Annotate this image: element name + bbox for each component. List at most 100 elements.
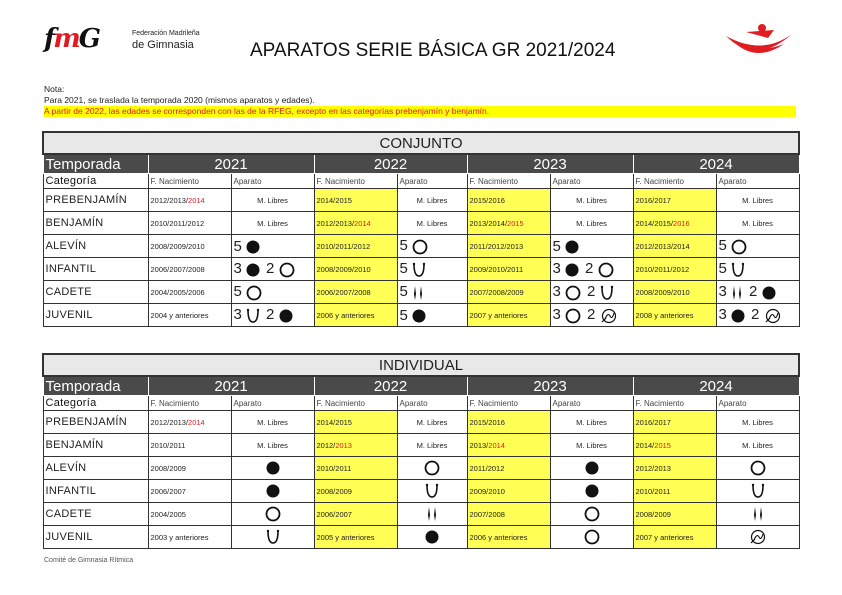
apparatus-count: 2 xyxy=(587,306,600,324)
fnac-value-highlight: 2013 xyxy=(335,440,352,450)
fnac-cell: 2007 y anteriores xyxy=(466,303,551,327)
aparato-cell xyxy=(396,502,468,526)
apparatus-count: 5 xyxy=(233,237,247,255)
fnac-cell: 2010/2011 xyxy=(313,456,398,480)
fnac-value: 2009/2010/2011 xyxy=(469,264,524,274)
fnac-value: 2012/2013/ xyxy=(150,195,189,205)
apparatus-count: 5 xyxy=(399,237,413,255)
fnac-cell: 2008/2009/2010 xyxy=(313,257,398,281)
apparatus-count: 3 xyxy=(718,306,732,324)
fnac-cell: 2007/2008 xyxy=(466,502,551,526)
apparatus-count: 5 xyxy=(399,260,413,278)
fnac-value: 2007/2008 xyxy=(469,509,505,519)
fnac-value: 2008/2009/2010 xyxy=(316,264,371,274)
fnac-cell: 2008/2009 xyxy=(313,479,398,503)
ball-icon xyxy=(246,238,260,255)
year-2022: 2022 xyxy=(313,153,468,174)
ball-icon xyxy=(565,238,579,255)
apparatus-count: 5 xyxy=(718,237,732,255)
ball-icon xyxy=(279,306,293,323)
aparato-label: Aparato xyxy=(230,173,315,189)
fnac-cell: 2015/2016 xyxy=(466,410,551,434)
fnac-value: 2007 y anteriores xyxy=(469,310,528,320)
aparato-cell: 5 xyxy=(715,234,800,258)
aparato-cell: 3 2 xyxy=(715,303,800,327)
fmg-logo: fmG Federación Madrileña de Gimnasia xyxy=(44,24,214,60)
fnac-cell: 2007/2008/2009 xyxy=(466,280,551,304)
apparatus-count: 5 xyxy=(399,306,413,324)
fnac-cell: 2004/2005/2006 xyxy=(147,280,232,304)
fnac-label: F. Nacimiento xyxy=(466,173,551,189)
aparato-cell: M. Libres xyxy=(396,211,468,235)
apparatus-count: 5 xyxy=(399,283,413,301)
federation-name-line2: de Gimnasia xyxy=(132,39,194,51)
rope-icon xyxy=(246,306,260,323)
fnac-value: 2010/2011/2012 xyxy=(150,218,205,228)
fnac-value: 2015/2016 xyxy=(469,417,505,427)
aparato-cell: M. Libres xyxy=(230,188,315,212)
fmg-logo-mark: fmG xyxy=(44,24,101,54)
fnac-value: 2010/2011 xyxy=(150,440,186,450)
categoria-label: Categoría xyxy=(42,173,149,189)
conjunto-title: CONJUNTO xyxy=(41,131,801,155)
fnac-value-highlight: 2016 xyxy=(673,218,690,228)
aparato-cell: 3 2 xyxy=(549,280,634,304)
ball-icon xyxy=(762,283,776,300)
fnac-value: 2008 y anteriores xyxy=(635,310,694,320)
fnac-cell: 2007 y anteriores xyxy=(632,525,717,549)
fnac-value-highlight: 2014 xyxy=(488,440,505,450)
year-2024: 2024 xyxy=(632,153,800,174)
aparato-cell xyxy=(549,525,634,549)
aparato-cell xyxy=(396,456,468,480)
fnac-value: 2010/2011 xyxy=(316,463,352,473)
fnac-cell: 2013/2014 xyxy=(466,433,551,457)
aparato-label: Aparato xyxy=(396,173,468,189)
aparato-cell: M. Libres xyxy=(396,433,468,457)
fnac-value: 2003 y anteriores xyxy=(150,532,209,542)
fnac-cell: 2008/2009 xyxy=(632,502,717,526)
page-title: APARATOS SERIE BÁSICA GR 2021/2024 xyxy=(250,40,616,61)
fnac-value: 2016/2017 xyxy=(635,417,671,427)
aparato-cell: 5 xyxy=(396,257,468,281)
category-cell: ALEVÍN xyxy=(42,234,149,258)
apparatus-count: 2 xyxy=(587,283,600,301)
apparatus-count: 5 xyxy=(718,260,732,278)
fnac-cell: 2016/2017 xyxy=(632,410,717,434)
fnac-value: 2008/2009 xyxy=(150,463,186,473)
fnac-cell: 2006 y anteriores xyxy=(466,525,551,549)
category-cell: JUVENIL xyxy=(42,303,149,327)
aparato-cell: M. Libres xyxy=(549,410,634,434)
category-cell: CADETE xyxy=(42,280,149,304)
nota-block: Nota: Para 2021, se traslada la temporad… xyxy=(44,84,796,117)
category-cell: BENJAMÍN xyxy=(42,211,149,235)
fnac-value: 2008/2009 xyxy=(635,509,671,519)
fnac-value-highlight: 2015 xyxy=(654,440,671,450)
hoop-icon xyxy=(424,460,440,476)
ball-icon xyxy=(266,461,280,475)
fnac-cell: 2014/2015 xyxy=(313,188,398,212)
fnac-value-highlight: 2014 xyxy=(188,417,205,427)
clubs-icon xyxy=(426,507,438,521)
fnac-value: 2004/2005/2006 xyxy=(150,287,205,297)
temporada-label: Temporada xyxy=(42,375,149,396)
ball-icon xyxy=(425,530,439,544)
aparato-cell: M. Libres xyxy=(549,433,634,457)
fnac-cell: 2014/2015 xyxy=(313,410,398,434)
aparato-cell: M. Libres xyxy=(396,410,468,434)
hoop-icon xyxy=(750,460,766,476)
aparato-cell: 5 xyxy=(396,303,468,327)
fnac-value: 2004 y anteriores xyxy=(150,310,209,320)
aparato-label: Aparato xyxy=(230,395,315,411)
fnac-cell: 2009/2010/2011 xyxy=(466,257,551,281)
fnac-value: 2008/2009/2010 xyxy=(150,241,205,251)
aparato-cell: 3 2 xyxy=(230,257,315,281)
